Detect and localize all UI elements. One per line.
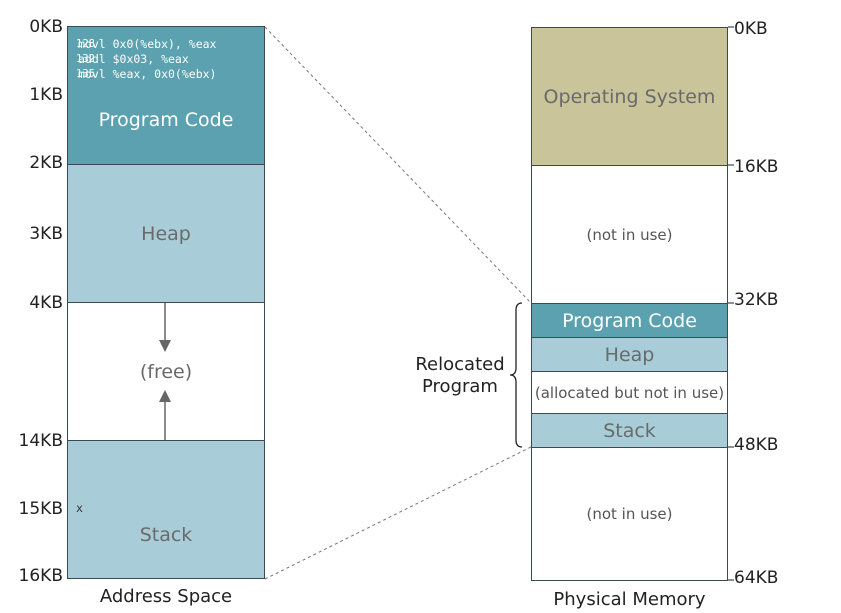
code-line-number: 132 bbox=[76, 53, 95, 65]
as-free-label: (free) bbox=[139, 360, 193, 383]
as-label-14kb: 14KB bbox=[18, 431, 63, 451]
pm-label-16kb: 16KB bbox=[734, 157, 779, 177]
pm-not-in-use-label-1: (not in use) bbox=[586, 225, 673, 244]
as-heap-block: Heap bbox=[67, 164, 265, 303]
pm-os-label: Operating System bbox=[543, 85, 716, 108]
pm-heap-block: Heap bbox=[531, 337, 728, 372]
mapping-line-top bbox=[264, 26, 532, 304]
as-label-2kb: 2KB bbox=[29, 153, 63, 173]
pm-label-48kb: 48KB bbox=[734, 435, 779, 455]
relocated-label-line1: Relocated bbox=[415, 354, 505, 375]
as-stack-block: x Stack bbox=[67, 440, 265, 579]
as-label-0kb: 0KB bbox=[29, 17, 63, 37]
x-variable-marker: x bbox=[76, 501, 83, 515]
relocated-program-brace bbox=[509, 302, 523, 448]
pm-allocated-block: (allocated but not in use) bbox=[531, 371, 728, 414]
as-stack-label: Stack bbox=[139, 523, 193, 546]
mapping-line-bottom bbox=[264, 446, 532, 580]
as-program-code-block: 128 movl 0x0(%ebx), %eax 132 addl $0x03,… bbox=[67, 26, 265, 165]
as-free-block: (free) bbox=[67, 302, 265, 441]
pm-allocated-label: (allocated but not in use) bbox=[534, 383, 725, 402]
code-line: addl $0x03, %eax bbox=[78, 52, 189, 66]
code-line: movl 0x0(%ebx), %eax bbox=[78, 37, 217, 51]
pm-label-32kb: 32KB bbox=[734, 290, 779, 310]
as-label-16kb: 16KB bbox=[18, 566, 63, 586]
code-line-number: 128 bbox=[76, 38, 95, 50]
as-caption: Address Space bbox=[99, 586, 233, 607]
relocated-program-label: Relocated Program bbox=[405, 354, 515, 398]
pm-stack-label: Stack bbox=[603, 419, 656, 442]
as-label-15kb: 15KB bbox=[18, 499, 63, 519]
pm-program-code-label: Program Code bbox=[562, 309, 697, 332]
as-label-4kb: 4KB bbox=[29, 293, 63, 313]
pm-not-in-use-block-1: (not in use) bbox=[531, 165, 728, 304]
as-program-code-label: Program Code bbox=[98, 109, 234, 131]
pm-tick-marks bbox=[728, 26, 734, 581]
pm-not-in-use-block-2: (not in use) bbox=[531, 447, 728, 581]
pm-caption: Physical Memory bbox=[553, 589, 706, 610]
as-label-3kb: 3KB bbox=[29, 224, 63, 244]
pm-stack-block: Stack bbox=[531, 413, 728, 448]
as-label-1kb: 1KB bbox=[29, 85, 63, 105]
code-line-number: 135 bbox=[76, 68, 95, 80]
pm-not-in-use-label-2: (not in use) bbox=[586, 505, 673, 523]
code-line: movl %eax, 0x0(%ebx) bbox=[78, 67, 217, 81]
pm-label-64kb: 64KB bbox=[734, 568, 779, 588]
pm-label-0kb: 0KB bbox=[734, 19, 768, 39]
as-heap-label: Heap bbox=[141, 222, 191, 245]
pm-heap-label: Heap bbox=[604, 343, 655, 366]
pm-program-code-block: Program Code bbox=[531, 303, 728, 338]
relocated-label-line2: Program bbox=[422, 376, 498, 397]
pm-os-block: Operating System bbox=[531, 27, 728, 166]
